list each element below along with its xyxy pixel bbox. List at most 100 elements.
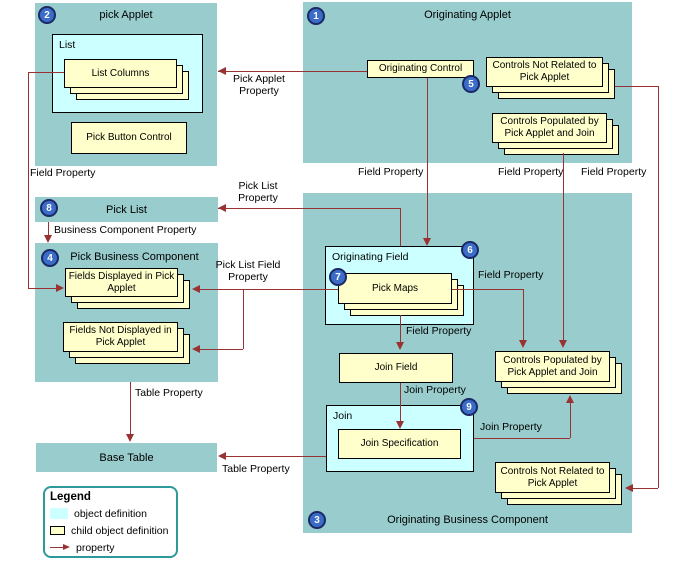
child-pick-maps-stack: Pick Maps [338, 273, 464, 316]
edge-field-property-controls-populated-arrowhead [559, 340, 567, 348]
edge-pick-list-field-property-line [243, 289, 244, 349]
label-business-component-property: Business Component Property [54, 224, 197, 236]
edge-pick-list-property-line [400, 208, 401, 246]
edge-table-property-pbc-arrowhead [126, 434, 134, 442]
label-join-property: Join Property [480, 421, 542, 433]
child-pick-maps: Pick Maps [338, 273, 452, 304]
child-controls-not-related-top-stack: Controls Not Related to Pick Applet [486, 57, 615, 99]
edge-pick-applet-property-line [218, 71, 367, 72]
edge-join-property-controls-line [474, 438, 570, 439]
join-title: Join [333, 410, 353, 422]
edge-field-property-pick-maps-line [523, 289, 524, 340]
child-object-definition-swatch [50, 526, 65, 535]
legend-title: Legend [50, 491, 91, 503]
edge-field-property-pick-maps-line [452, 289, 523, 290]
child-controls-not-related-top: Controls Not Related to Pick Applet [486, 57, 603, 87]
badge-2: 2 [38, 6, 56, 24]
badge-4: 4 [41, 249, 59, 267]
child-controls-populated-top: Controls Populated by Pick Applet and Jo… [492, 113, 607, 143]
child-fields-not-displayed: Fields Not Displayed in Pick Applet [63, 322, 178, 352]
edge-field-property-list-columns-line [28, 72, 29, 288]
child-controls-populated-bottom: Controls Populated by Pick Applet and Jo… [495, 351, 610, 382]
child-list-columns-stack: List Columns [64, 59, 189, 100]
edge-table-property-join-line [225, 456, 326, 457]
pick-business-component-title: Pick Business Component [70, 251, 199, 263]
edge-field-property-join-field-line [400, 315, 401, 342]
edge-field-property-originating-control-arrowhead [423, 238, 431, 246]
child-list-columns: List Columns [64, 59, 177, 88]
edge-pick-applet-property-arrowhead [218, 67, 226, 75]
child-fields-displayed-stack: Fields Displayed in Pick Applet [65, 268, 190, 309]
child-pick-button-control: Pick Button Control [71, 122, 187, 154]
label-table-property: Table Property [135, 387, 203, 399]
edge-field-property-list-columns-line [28, 288, 58, 289]
edge-join-property-arrowhead [396, 421, 404, 429]
label-pick-list-property: Pick List Property [238, 180, 278, 204]
legend-item-label: object definition [74, 507, 147, 520]
label-field-property: Field Property [581, 166, 647, 178]
badge-1: 1 [307, 7, 325, 25]
pick-applet-title: pick Applet [99, 9, 153, 21]
edge-field-property-controls-not-related-line [658, 86, 659, 488]
label-table-property: Table Property [222, 463, 290, 475]
edge-pick-list-field-property-line [198, 349, 243, 350]
badge-9: 9 [460, 398, 478, 416]
container-base-table: Base Table [36, 443, 217, 472]
edge-field-property-controls-not-related-line [633, 488, 658, 489]
child-join-specification: Join Specification [338, 429, 461, 459]
label-field-property: Field Property [478, 269, 544, 281]
edge-field-property-originating-control-line [427, 78, 428, 238]
edge-join-property-line [400, 383, 401, 421]
label-field-property: Field Property [406, 325, 472, 337]
edge-table-property-join-arrowhead [218, 452, 226, 460]
originating-business-component-title: Originating Business Component [387, 514, 548, 526]
label-pick-list-field-property: Pick List Field Property [215, 259, 281, 283]
container-pick-list: Pick List [35, 197, 218, 222]
badge-8: 8 [40, 199, 58, 217]
edge-pick-list-field-property-arrowhead [192, 285, 200, 293]
edge-field-property-join-field-arrowhead [396, 342, 404, 350]
edge-field-property-controls-populated-line [563, 153, 564, 340]
label-field-property: Field Property [498, 166, 564, 178]
badge-3: 3 [308, 511, 326, 529]
edge-pick-list-field-property-line [198, 289, 338, 290]
edge-pick-list-property-arrowhead [218, 204, 226, 212]
base-table-title: Base Table [99, 451, 154, 464]
edge-field-property-controls-not-related-arrowhead [625, 484, 633, 492]
pick-list-title: Pick List [106, 203, 147, 216]
badge-5: 5 [462, 75, 480, 93]
label-field-property: Field Property [358, 166, 424, 178]
child-controls-populated-top-stack: Controls Populated by Pick Applet and Jo… [492, 113, 619, 155]
badge-6: 6 [461, 241, 479, 259]
legend-item-label: property [76, 541, 115, 554]
originating-field-title: Originating Field [332, 251, 409, 263]
edge-join-property-controls-arrowhead [566, 395, 574, 403]
badge-7: 7 [329, 268, 347, 286]
property-arrow-icon [50, 543, 70, 552]
edge-field-property-list-columns-arrowhead [56, 284, 64, 292]
label-pick-applet-property: Pick Applet Property [233, 73, 285, 97]
edge-field-property-controls-not-related-line [615, 86, 658, 87]
edge-business-component-property-arrowhead [44, 235, 52, 243]
child-controls-not-related-bottom-stack: Controls Not Related to Pick Applet [495, 462, 622, 505]
edge-field-property-pick-maps-arrowhead [519, 340, 527, 348]
legend-item-property: property [50, 539, 171, 556]
child-controls-not-related-bottom: Controls Not Related to Pick Applet [495, 462, 610, 493]
edge-business-component-property-line [48, 222, 49, 236]
edge-field-property-list-columns-line [28, 72, 64, 73]
legend: Legend object definition child object de… [43, 486, 178, 558]
edge-join-property-controls-line [570, 403, 571, 438]
object-definition-swatch [50, 508, 68, 519]
child-originating-control: Originating Control [367, 60, 474, 78]
edge-pick-list-field-property-arrowhead [192, 345, 200, 353]
child-fields-not-displayed-stack: Fields Not Displayed in Pick Applet [63, 322, 190, 364]
originating-applet-title: Originating Applet [424, 9, 511, 21]
legend-item-child-object-definition: child object definition [50, 522, 171, 539]
label-join-property: Join Property [404, 384, 466, 396]
label-field-property: Field Property [30, 167, 96, 179]
edge-table-property-pbc-line [130, 382, 131, 434]
child-fields-displayed: Fields Displayed in Pick Applet [65, 268, 178, 297]
list-title: List [59, 39, 76, 51]
child-join-field: Join Field [339, 353, 453, 383]
